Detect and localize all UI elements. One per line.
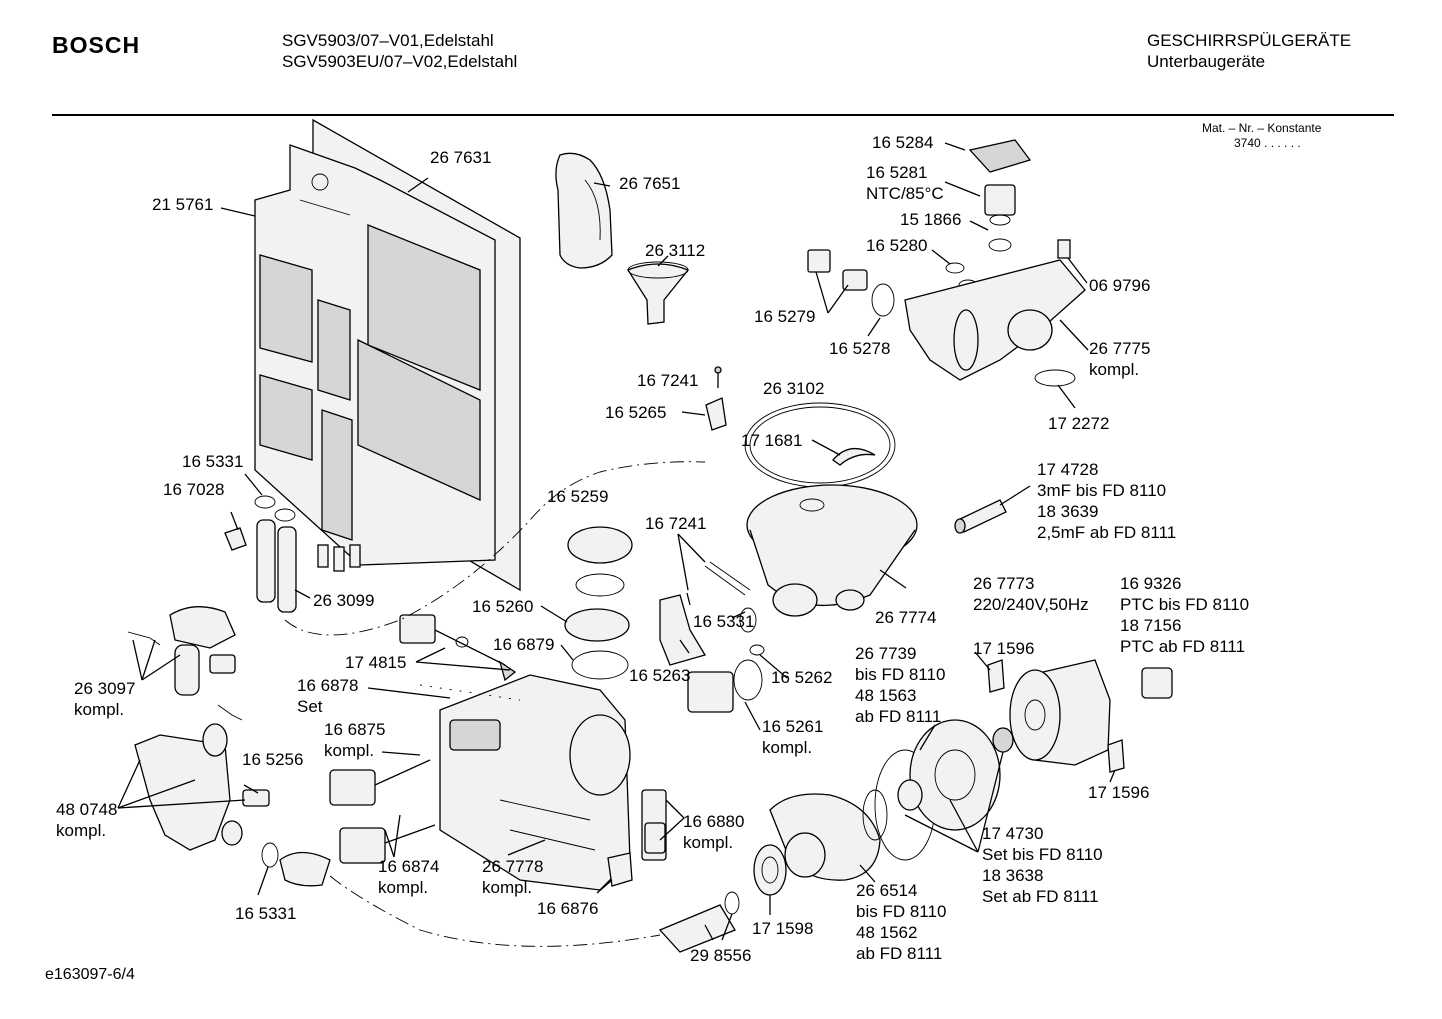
part-solenoid-valves	[329, 759, 436, 864]
part-jug	[555, 152, 613, 269]
routing-lines	[284, 461, 706, 947]
label-16-5278: 16 5278	[829, 339, 890, 358]
label-16-5262: 16 5262	[771, 668, 832, 687]
drawing-id: e163097-6/4	[45, 966, 135, 983]
part-sensor-assembly	[807, 139, 1086, 387]
part-sump	[744, 402, 918, 617]
label-17-1596-a: 17 1596	[973, 639, 1034, 658]
label-17-1598: 17 1598	[752, 919, 813, 938]
model-line-1: SGV5903/07–V01,Edelstahl	[282, 31, 494, 50]
label-16-5263: 16 5263	[629, 666, 690, 685]
label-16-5256: 16 5256	[242, 750, 303, 769]
model-line-2: SGV5903EU/07–V02,Edelstahl	[282, 52, 518, 71]
brand-logo: BOSCH	[52, 32, 141, 58]
material-constant: Mat. – Nr. – Konstante 3740 . . . . . .	[1202, 121, 1321, 151]
label-26-3099: 26 3099	[313, 591, 374, 610]
label-16-5331-a: 16 5331	[182, 452, 243, 471]
label-16-6876: 16 6876	[537, 899, 598, 918]
label-17-1681: 17 1681	[741, 431, 802, 450]
label-26-3112: 26 3112	[645, 241, 705, 260]
leader-lines	[117, 142, 1116, 941]
label-06-9796: 06 9796	[1089, 276, 1150, 295]
label-26-3102: 26 3102	[763, 379, 824, 398]
label-16-7241-top: 16 7241	[637, 371, 698, 390]
label-26-7631: 26 7631	[430, 148, 491, 167]
part-labels: 26 7631 21 5761 26 7651 26 3112 16 5284 …	[56, 133, 1249, 965]
part-valve-stem	[399, 614, 517, 682]
label-16-5265: 16 5265	[605, 403, 666, 422]
label-21-5761: 21 5761	[152, 195, 213, 214]
label-16-7241-mid: 16 7241	[645, 514, 706, 533]
label-16-5331-b: 16 5331	[693, 612, 754, 631]
part-hoses	[224, 495, 297, 613]
category-line-1: GESCHIRRSPÜLGERÄTE	[1147, 31, 1352, 50]
label-16-6879: 16 6879	[493, 635, 554, 654]
part-motor	[987, 659, 1173, 773]
part-float-switch	[127, 606, 236, 696]
part-circulation-pump	[658, 793, 881, 953]
part-funnel	[627, 263, 690, 325]
label-26-7774: 26 7774	[875, 608, 936, 627]
label-16-5279: 16 5279	[754, 307, 815, 326]
category-line-2: Unterbaugeräte	[1147, 52, 1266, 71]
label-16-5280: 16 5280	[866, 236, 927, 255]
part-heater-impeller	[862, 719, 1014, 861]
label-17-2272: 17 2272	[1048, 414, 1109, 433]
label-16-5259: 16 5259	[547, 487, 608, 506]
label-16-5284: 16 5284	[872, 133, 933, 152]
label-16-5260: 16 5260	[472, 597, 533, 616]
part-water-tank	[254, 144, 496, 572]
part-capacitor	[954, 499, 1007, 534]
header-rule	[52, 114, 1394, 116]
mat-value: 3740 . . . . . .	[1234, 136, 1301, 150]
label-26-7651: 26 7651	[619, 174, 680, 193]
part-salt-cap	[564, 526, 633, 680]
label-16-5331-c: 16 5331	[235, 904, 296, 923]
parts-drawing	[127, 118, 1173, 953]
mat-label: Mat. – Nr. – Konstante	[1202, 121, 1322, 135]
label-15-1866: 15 1866	[900, 210, 961, 229]
label-17-1596-b: 17 1596	[1088, 783, 1149, 802]
label-17-4815: 17 4815	[345, 653, 406, 672]
label-29-8556: 29 8556	[690, 946, 751, 965]
label-16-7028: 16 7028	[163, 480, 224, 499]
part-inlet-valve	[134, 704, 270, 851]
